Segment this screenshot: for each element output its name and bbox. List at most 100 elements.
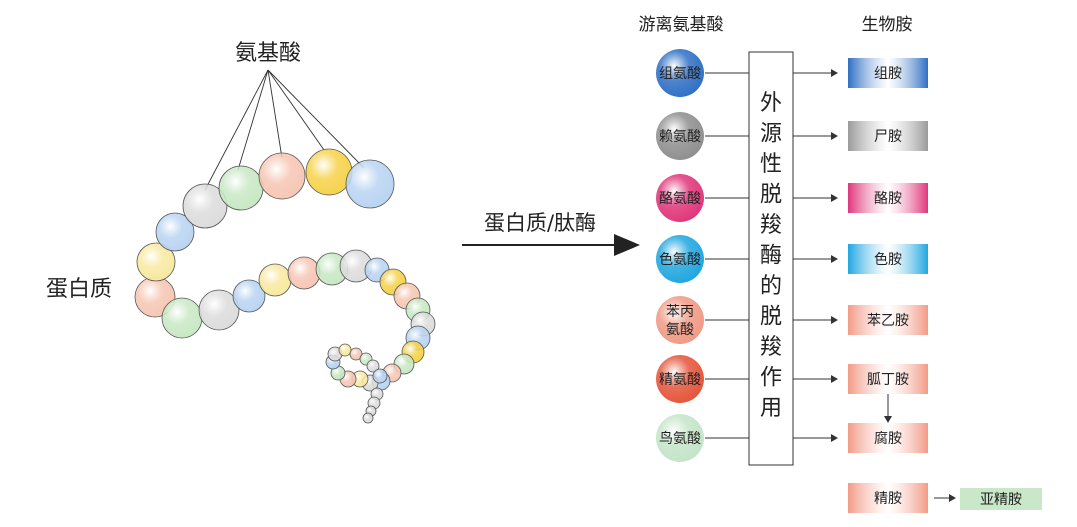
arrow-head [831, 69, 838, 77]
amine-name: 腐胺 [874, 430, 902, 447]
amine-box [848, 483, 928, 513]
arrow-head [831, 316, 838, 324]
amino-acid-name: 赖氨酸 [659, 129, 701, 145]
process-label: 蛋白质/肽酶 [484, 211, 596, 235]
amino-acid-name: 氨酸 [666, 322, 694, 338]
amino-acid-item: 鸟氨酸 [656, 414, 749, 462]
amino-acid-circle [656, 355, 704, 403]
enzyme-char: 用 [760, 396, 782, 421]
bead [372, 368, 388, 384]
bead [287, 256, 321, 290]
bead [305, 148, 353, 196]
amine-name: 酪胺 [874, 191, 902, 207]
amino-acid-item: 色氨酸 [656, 235, 749, 283]
amino-acid-name: 苯丙 [666, 303, 694, 320]
amino-acids-label: 氨基酸 [235, 41, 301, 66]
amine-box [848, 58, 928, 88]
amine-name: 色胺 [874, 251, 902, 268]
amino-acid-item: 组氨酸 [656, 49, 749, 97]
amine-box [848, 121, 928, 151]
bead [232, 279, 266, 313]
amino-acid-name: 色氨酸 [659, 251, 701, 268]
bead [258, 263, 292, 297]
arrow-head [831, 132, 838, 140]
amine-item: 精胺 [848, 483, 928, 513]
amine-name: 组胺 [874, 66, 902, 82]
bead [345, 159, 395, 209]
amine-item: 色胺 [793, 244, 928, 274]
amino-acid-beads [134, 148, 436, 424]
amino-acid-circle [656, 174, 704, 222]
bead [338, 343, 352, 357]
bead [258, 152, 306, 200]
amine-item: 组胺 [793, 58, 928, 88]
enzyme-char: 源 [760, 122, 782, 147]
bead [155, 212, 195, 252]
bead [161, 297, 203, 339]
amino-acid-name: 精氨酸 [659, 372, 701, 388]
amine-item: 腐胺 [793, 423, 928, 453]
pendant-lines [204, 69, 365, 191]
amine-box [848, 244, 928, 274]
amino-acid-name: 酪氨酸 [659, 191, 701, 207]
amino-acid-circle [656, 112, 704, 160]
bead [218, 165, 264, 211]
amine-name: 精胺 [874, 491, 902, 507]
spermidine-box [960, 488, 1042, 510]
amine-box [848, 305, 928, 335]
protein-label: 蛋白质 [46, 277, 112, 302]
amine-item: 酪胺 [793, 183, 928, 213]
enzyme-char: 酶 [760, 244, 782, 269]
biogenic-amines-header: 生物胺 [862, 15, 913, 35]
amino-acid-circle [656, 414, 704, 462]
bead [198, 289, 240, 331]
enzyme-char: 羧 [760, 213, 782, 238]
amine-item: 尸胺 [793, 121, 928, 151]
enzyme-char: 的 [760, 274, 782, 299]
amino-acid-name: 组氨酸 [659, 66, 701, 82]
spermidine-item: 亚精胺 [934, 488, 1042, 510]
amine-item: 胍丁胺 [793, 364, 928, 394]
enzyme-char: 外 [760, 91, 782, 116]
amine-item: 苯乙胺 [793, 305, 928, 335]
enzyme-char: 脱 [760, 183, 782, 208]
arrow-head [831, 255, 838, 263]
amino-acid-circle [656, 235, 704, 283]
protein-chain [134, 69, 436, 424]
amino-acid-circle [656, 49, 704, 97]
amino-acid-item: 酪氨酸 [656, 174, 749, 222]
amine-name: 苯乙胺 [867, 312, 909, 329]
bead [366, 359, 380, 373]
process-arrow [462, 234, 640, 256]
enzyme-char: 羧 [760, 335, 782, 360]
bead [349, 347, 363, 361]
agmatine-to-putrescine-arrow [884, 394, 892, 423]
amino-acid-item: 赖氨酸 [656, 112, 749, 160]
enzyme-char: 脱 [760, 305, 782, 330]
amine-box [848, 183, 928, 213]
amino-acid-item: 精氨酸 [656, 355, 749, 403]
amine-name: 胍丁胺 [867, 372, 909, 388]
enzyme-char: 作 [760, 366, 782, 391]
amine-box [848, 423, 928, 453]
arrow-head [831, 434, 838, 442]
free-amino-acids-header: 游离氨基酸 [639, 15, 724, 35]
amine-name: 尸胺 [874, 129, 902, 145]
bead [182, 183, 228, 229]
arrow-head [831, 194, 838, 202]
amino-acid-name: 鸟氨酸 [659, 431, 701, 447]
amine-box [848, 364, 928, 394]
arrow-head [831, 375, 838, 383]
bead [136, 242, 176, 282]
arrow-head [949, 494, 956, 502]
enzyme-char: 性 [760, 152, 782, 177]
spermidine-name: 亚精胺 [980, 492, 1022, 508]
bead [362, 412, 374, 424]
